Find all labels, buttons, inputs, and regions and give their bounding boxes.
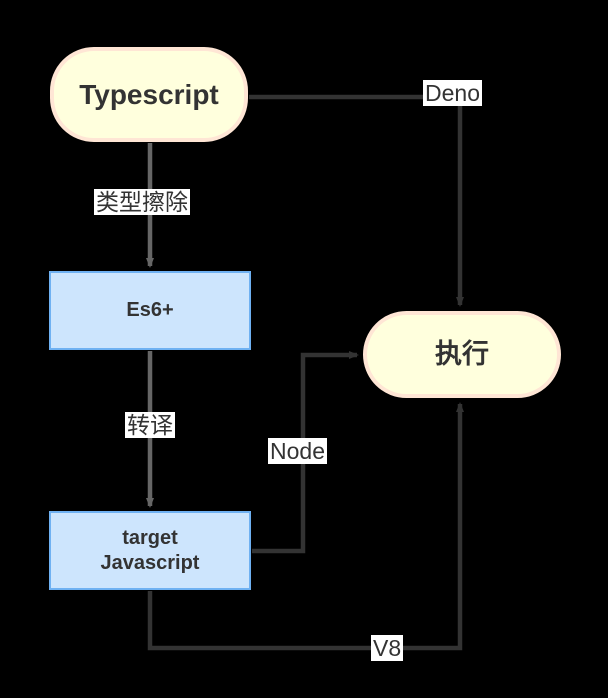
- node-execute-label: 执行: [435, 338, 489, 369]
- node-es6-label: Es6+: [126, 299, 174, 321]
- node-typescript-label: Typescript: [79, 79, 219, 110]
- edge-label-transpile: 转译: [125, 412, 175, 439]
- node-target-javascript-label: target Javascript: [100, 526, 200, 574]
- edge-label-node: Node: [268, 438, 327, 465]
- edge-label-type-erasure: 类型擦除: [94, 189, 190, 216]
- node-es6[interactable]: Es6+: [49, 271, 251, 350]
- edge-typescript-to-execute: [249, 94, 464, 307]
- edge-label-v8: V8: [371, 635, 404, 662]
- node-target-javascript[interactable]: target Javascript: [49, 511, 251, 590]
- edge-label-deno: Deno: [423, 80, 482, 107]
- node-typescript[interactable]: Typescript: [50, 47, 248, 142]
- edge-target-to-execute-v8: [147, 402, 464, 651]
- node-execute[interactable]: 执行: [363, 311, 561, 398]
